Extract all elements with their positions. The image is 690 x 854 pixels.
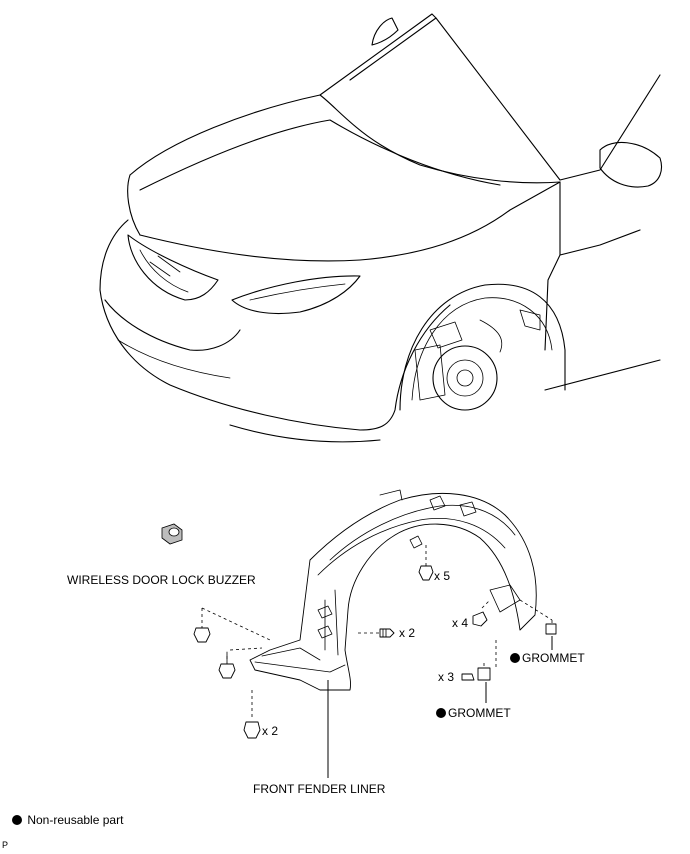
grommet-2-text: GROMMET — [448, 706, 511, 720]
qty-x2-bottom-label: x 2 — [262, 724, 279, 738]
legend-text: Non-reusable part — [27, 813, 124, 827]
left-clips — [193, 607, 271, 679]
buzzer-part — [161, 523, 183, 545]
buzzer-label: WIRELESS DOOR LOCK BUZZER — [67, 573, 256, 587]
clip-x4 — [472, 599, 491, 627]
filled-circle-icon — [12, 815, 22, 825]
qty-x5-label: x 5 — [434, 569, 451, 583]
corner-mark: P — [2, 840, 9, 850]
qty-x4-label: x 4 — [452, 616, 469, 630]
grommet-1-label: GROMMET — [510, 651, 585, 665]
non-reusable-dot-icon — [510, 653, 520, 663]
liner-label: FRONT FENDER LINER — [253, 782, 386, 796]
grommet-2-label: GROMMET — [436, 706, 511, 720]
clip-x5 — [418, 545, 434, 581]
grommet-1-text: GROMMET — [522, 651, 585, 665]
qty-x2-mid-label: x 2 — [399, 626, 416, 640]
non-reusable-dot-icon — [436, 708, 446, 718]
screw-x2-bottom — [243, 690, 261, 739]
qty-x3-label: x 3 — [438, 670, 455, 684]
legend: Non-reusable part — [12, 813, 123, 827]
fender-liner-part — [249, 489, 537, 691]
grommet-area — [461, 599, 557, 681]
screw-x2-mid — [358, 628, 395, 638]
